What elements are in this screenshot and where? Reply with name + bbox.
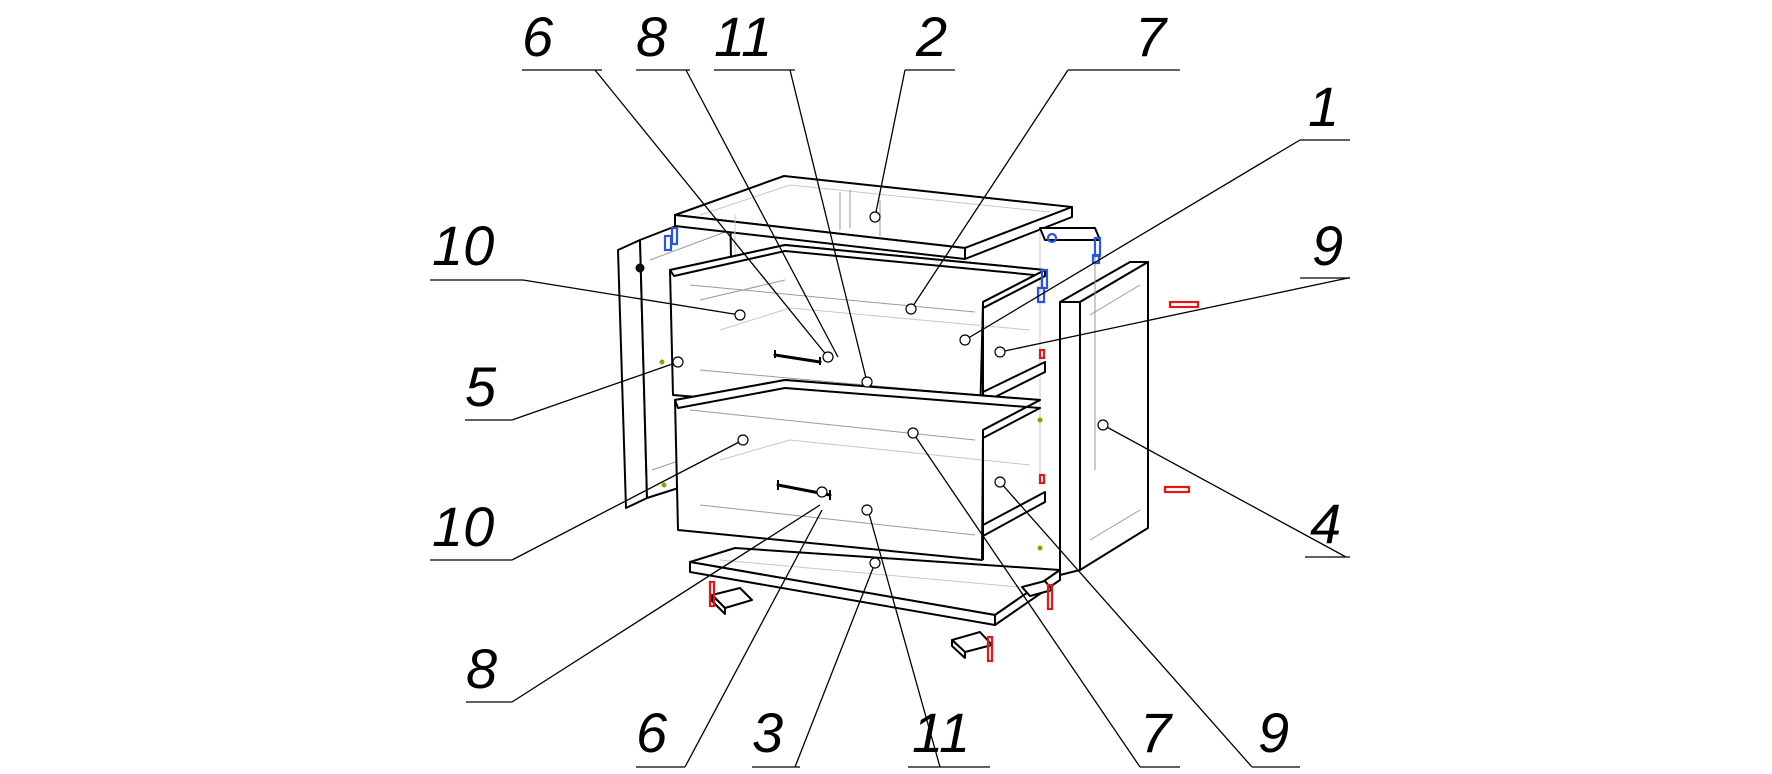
svg-text:4: 4: [1310, 492, 1341, 555]
upper-drawer: [669, 244, 1046, 421]
svg-text:3: 3: [752, 701, 783, 764]
svg-text:5: 5: [465, 355, 497, 418]
svg-text:11: 11: [714, 5, 772, 68]
svg-text:2: 2: [915, 5, 947, 68]
callout-6-bottom: 6: [636, 701, 685, 768]
svg-text:1: 1: [1308, 75, 1339, 138]
svg-text:8: 8: [636, 5, 667, 68]
svg-text:7: 7: [1135, 5, 1168, 68]
callout-11-bottom: 11: [908, 701, 990, 768]
callout-5: 5: [465, 355, 512, 421]
callout-10-upper: 10: [430, 214, 523, 281]
right-side-panel: [1059, 261, 1149, 576]
callout-10-lower: 10: [430, 495, 512, 561]
svg-text:9: 9: [1258, 701, 1289, 764]
svg-text:9: 9: [1312, 214, 1343, 277]
lower-drawer: [674, 379, 1046, 561]
svg-text:10: 10: [432, 214, 494, 277]
callout-7-bottom: 7: [1140, 701, 1180, 768]
leader-dots: [672, 211, 1109, 569]
callout-2: 2: [905, 5, 955, 71]
red-fasteners: [708, 300, 1200, 663]
callout-9-bottom: 9: [1252, 701, 1300, 768]
svg-text:6: 6: [636, 701, 668, 764]
callout-3: 3: [752, 701, 800, 768]
svg-text:8: 8: [466, 637, 497, 700]
legs: [711, 580, 1053, 659]
svg-text:6: 6: [522, 5, 554, 68]
callout-9-upper: 9: [1300, 214, 1350, 279]
callout-7-top: 7: [1068, 5, 1180, 71]
callout-6-top: 6: [522, 5, 602, 71]
callout-labels: 6 8 11 2 7 1 10 9: [430, 5, 1350, 768]
svg-text:10: 10: [432, 495, 494, 558]
callout-1: 1: [1300, 75, 1350, 141]
cabinet-drawing: [617, 175, 1200, 663]
callout-4: 4: [1305, 492, 1350, 558]
svg-text:11: 11: [912, 701, 970, 764]
callout-8-top: 8: [636, 5, 690, 71]
callout-11-top: 11: [714, 5, 795, 71]
blue-fasteners: [663, 226, 1102, 304]
leader-lines: [511, 69, 1349, 768]
callout-8-bottom: 8: [466, 637, 512, 703]
svg-text:7: 7: [1140, 701, 1173, 764]
